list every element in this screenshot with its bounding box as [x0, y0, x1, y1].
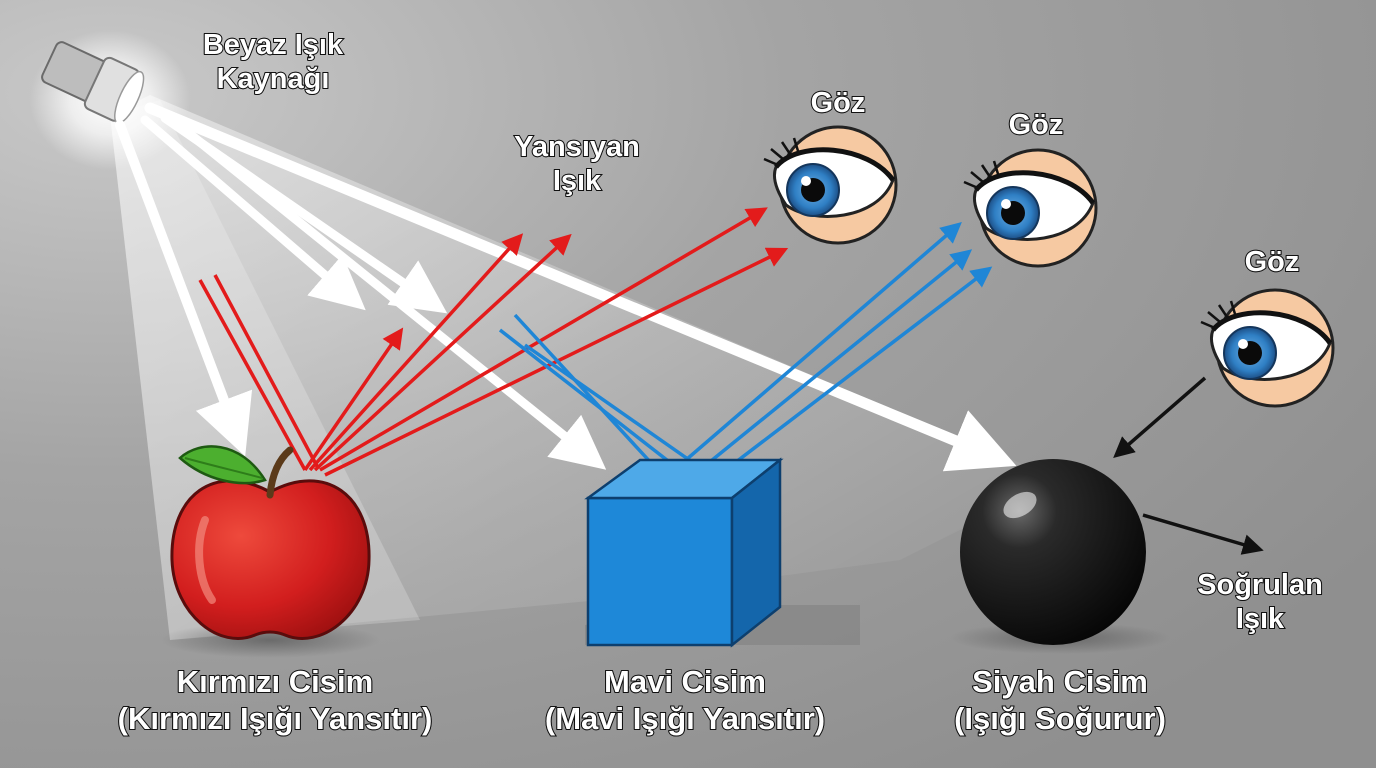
red-object-label: Kırmızı Cisim (Kırmızı Işığı Yansıtır) [90, 663, 460, 737]
blue-ray-3 [713, 266, 993, 480]
black-object-label: Siyah Cisim (Işığı Soğurur) [930, 663, 1190, 737]
blue-object-label-line1: Mavi Cisim [603, 663, 767, 700]
absorbed-light-label-line2: Işık [1235, 602, 1285, 636]
eye-icon [1200, 288, 1335, 408]
light-source-label-line2: Kaynağı [216, 62, 331, 96]
blue-object-label-line2: (Mavi Işığı Yansıtır) [544, 700, 826, 737]
red-ray-2 [308, 233, 524, 472]
reflected-light-label: Yansıyan Işık [492, 130, 662, 198]
absorption-arrows [1113, 376, 1264, 555]
eye-icon [763, 125, 898, 245]
reflected-light-label-line1: Yansıyan [513, 130, 641, 164]
eye-label-2: Göz [1008, 108, 1065, 142]
red-ray-1 [303, 327, 404, 471]
absorbed-light-label-line1: Soğrulan [1196, 568, 1324, 602]
eye-label-3: Göz [1244, 245, 1301, 279]
red-incident-rays [198, 274, 320, 471]
black-object-label-line1: Siyah Cisim [971, 663, 1149, 700]
blue-reflected-rays [663, 222, 993, 480]
light-source-label-line1: Beyaz Işık [202, 28, 344, 62]
white-light-rays [115, 102, 1017, 472]
blue-cube [584, 457, 860, 648]
blue-ray-1 [663, 222, 962, 480]
light-source-label: Beyaz Işık Kaynağı [178, 28, 368, 96]
black-sphere [950, 459, 1170, 654]
red-ray-3 [313, 233, 572, 472]
white-ray-to-sphere [144, 102, 1017, 472]
red-object-label-line2: (Kırmızı Işığı Yansıtır) [117, 700, 434, 737]
blue-object-label: Mavi Cisim (Mavi Işığı Yansıtır) [520, 663, 850, 737]
eye-label-1: Göz [810, 86, 867, 120]
arrow-eye3-to-sphere [1113, 376, 1207, 458]
absorbed-light-label: Soğrulan Işık [1180, 568, 1340, 636]
white-ray-to-cube [170, 117, 607, 470]
arrow-absorbed [1142, 513, 1264, 555]
eye-icon [963, 148, 1098, 268]
red-object-label-line1: Kırmızı Cisim [176, 663, 374, 700]
red-apple [160, 445, 380, 658]
black-object-label-line2: (Işığı Soğurur) [953, 700, 1167, 737]
white-ray-1 [140, 115, 366, 311]
reflected-light-label-line2: Işık [552, 164, 602, 198]
flashlight-icon [41, 41, 145, 124]
blue-incident-rays [498, 313, 717, 480]
blue-ray-2 [688, 249, 973, 480]
white-ray-to-apple [115, 120, 253, 457]
